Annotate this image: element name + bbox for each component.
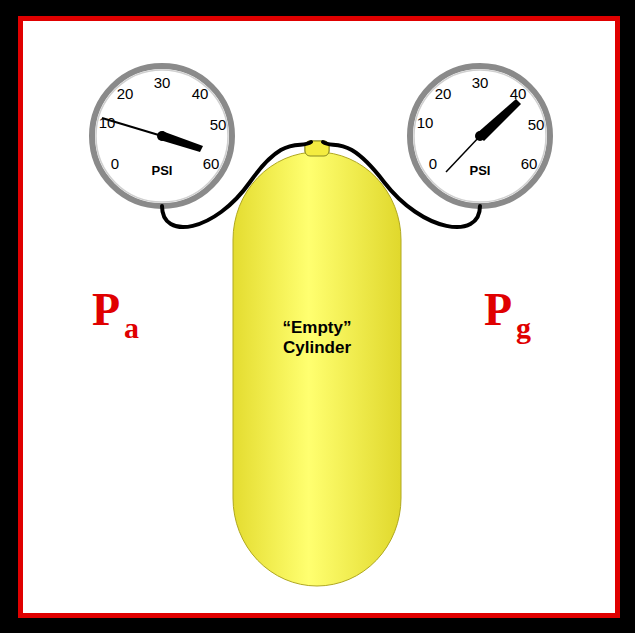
gauge-hose [323, 142, 480, 227]
right-gauge-dial [410, 66, 550, 206]
scale-number: 30 [154, 74, 171, 91]
scale-number: 50 [210, 116, 227, 133]
scale-number: 40 [510, 85, 527, 102]
gauge-hose [162, 142, 311, 227]
pressure-subscript: a [124, 311, 139, 345]
scale-number: 20 [117, 85, 134, 102]
scale-number: 30 [472, 74, 489, 91]
pressure-gauge: 30 20 40 10 50 0 60 PSI [410, 66, 550, 206]
scale-number: 60 [521, 155, 538, 172]
scale-number: 60 [203, 155, 220, 172]
unit-label: PSI [470, 163, 491, 178]
scale-number: 10 [417, 114, 434, 131]
scale-number: 10 [99, 114, 116, 131]
pressure-gauge: 30 20 40 10 50 0 60 PSI [92, 66, 232, 206]
scale-number: 0 [111, 155, 119, 172]
pressure-symbol: P [484, 283, 512, 336]
unit-label: PSI [152, 163, 173, 178]
scale-number: 50 [528, 116, 545, 133]
pressure-subscript: g [516, 311, 531, 345]
gas-cylinder: “Empty” Cylinder [233, 140, 401, 586]
cylinder-body [233, 141, 401, 586]
cylinder-label: “Empty” Cylinder [267, 318, 367, 359]
scale-number: 40 [192, 85, 209, 102]
scale-number: 0 [429, 155, 437, 172]
pressure-symbol: P [92, 283, 120, 336]
left-gauge-dial [92, 66, 232, 206]
scale-number: 20 [435, 85, 452, 102]
